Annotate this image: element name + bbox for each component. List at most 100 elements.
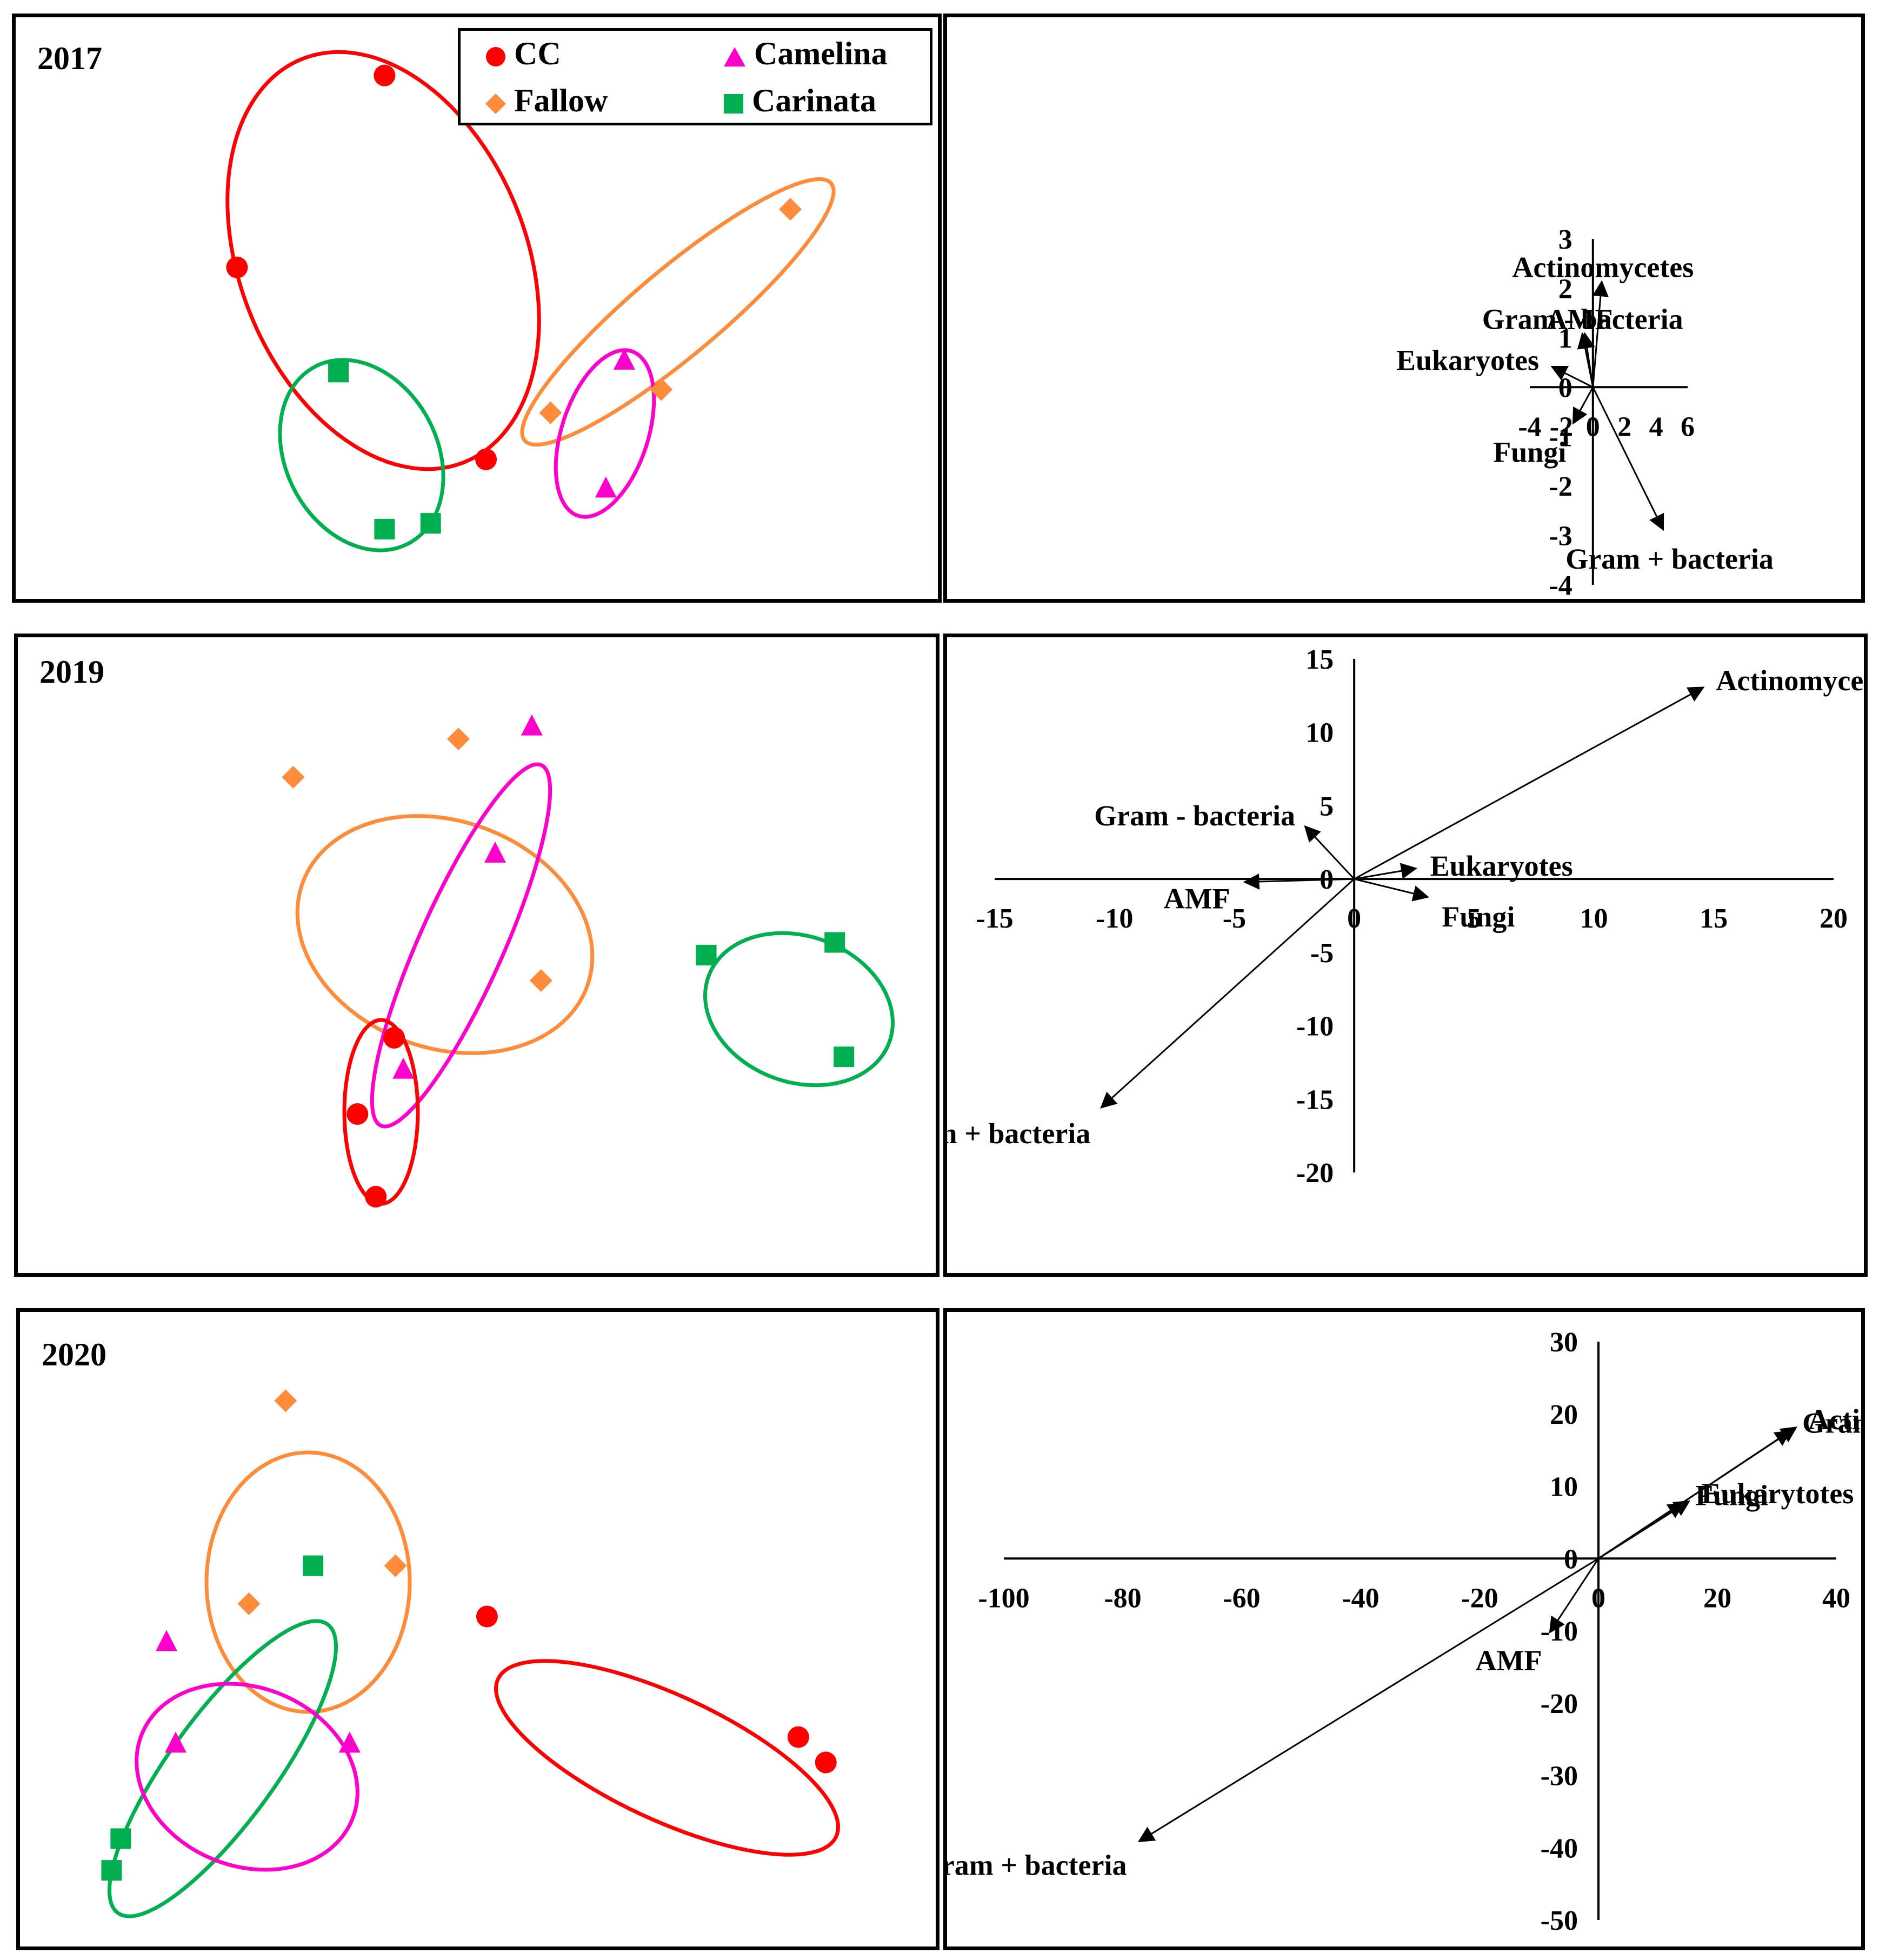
- x-tick-label: 40: [1822, 1583, 1850, 1614]
- legend-item-fallow: Fallow: [485, 82, 608, 119]
- x-tick-label: -40: [1342, 1583, 1379, 1614]
- y-tick-label: -10: [1296, 1011, 1334, 1042]
- y-tick-label: -5: [1310, 938, 1334, 969]
- y-tick-label: -30: [1541, 1761, 1578, 1792]
- point-fallow: [529, 969, 552, 992]
- vector-eukaryotes: [1354, 863, 1417, 880]
- vector-gram-bacteria: [1578, 332, 1595, 388]
- point-carinata: [696, 945, 717, 965]
- vector-label-eukaryotes: Eukaryotes: [1396, 344, 1539, 376]
- y-tick-label: 15: [1305, 644, 1334, 675]
- y-tick-label: -3: [1549, 521, 1572, 552]
- y-tick-label: -1: [1549, 422, 1572, 453]
- vector-label-fungi: Fungi: [1493, 436, 1566, 469]
- y-tick-label: 5: [1320, 791, 1334, 822]
- point-carinata: [303, 1555, 324, 1576]
- point-carinata: [420, 513, 441, 534]
- point-carinata: [834, 1046, 855, 1068]
- vector-label-gram-bacteria: Gram + bacteria: [947, 1849, 1127, 1882]
- x-tick-label: -4: [1518, 411, 1541, 442]
- y-tick-label: 10: [1305, 718, 1334, 749]
- vector-label-fungi: Fungi: [1442, 901, 1515, 933]
- point-fallow: [650, 378, 673, 401]
- y-tick-label: 3: [1558, 224, 1573, 255]
- vector-fungi: [1572, 386, 1594, 425]
- y-tick-label: -4: [1549, 570, 1572, 599]
- cc-ellipse: [225, 50, 541, 471]
- vector-gram-bacteria: [1304, 825, 1355, 880]
- point-carinata: [110, 1828, 131, 1849]
- scatter-panel-2020: 2020: [16, 1308, 940, 1950]
- point-fallow: [282, 765, 305, 789]
- scatter-panel-2017: 2017 CC Camelina Fallow Carinata: [12, 14, 942, 603]
- point-camelina: [613, 348, 635, 370]
- point-fallow: [274, 1389, 297, 1412]
- scatter-plot-2020: [101, 1389, 840, 1918]
- point-carinata: [328, 362, 349, 383]
- vector-label-gram-bacteria: Gram - bacteria: [1094, 799, 1295, 832]
- vector-amf: [1549, 1558, 1600, 1634]
- camelina-ellipse: [135, 1682, 359, 1872]
- fallow-ellipse: [204, 1450, 412, 1714]
- x-tick-label: -60: [1223, 1583, 1260, 1614]
- y-tick-label: -50: [1541, 1905, 1578, 1936]
- scatter-plot-2017: [225, 50, 836, 552]
- triangle-marker-icon: [724, 47, 745, 67]
- x-tick-label: 6: [1681, 411, 1695, 442]
- point-cc: [365, 1185, 387, 1208]
- carinata-ellipse: [703, 931, 895, 1088]
- vector-label-gram-bacteria: Gram - bacteria: [1482, 303, 1683, 336]
- point-camelina: [164, 1731, 186, 1753]
- camelina-ellipse: [554, 348, 656, 519]
- vector-actinomycetes: [1354, 686, 1705, 880]
- legend-item-carinata: Carinata: [723, 82, 876, 119]
- vector-gram-bacteria: [1137, 1557, 1599, 1843]
- y-tick-label: -10: [1541, 1616, 1578, 1647]
- year-label-2019: 2019: [39, 654, 104, 690]
- camelina-ellipse: [370, 762, 552, 1129]
- legend: CC Camelina Fallow Carinata: [458, 28, 932, 125]
- square-marker-icon: [724, 94, 743, 114]
- point-cc: [475, 448, 497, 470]
- vector-label-actinomycetes: Actinomycetes: [1808, 1403, 1861, 1436]
- carinata-ellipse: [107, 1619, 338, 1918]
- year-label-2020: 2020: [42, 1337, 106, 1372]
- vector-label-eukarytotes: Eukarytotes: [1701, 1477, 1854, 1510]
- y-tick-label: 0: [1564, 1544, 1578, 1575]
- x-tick-label: -80: [1104, 1583, 1141, 1614]
- legend-item-cc: CC: [485, 35, 561, 72]
- x-tick-label: -15: [976, 903, 1013, 934]
- point-camelina: [338, 1731, 361, 1753]
- y-tick-label: -20: [1541, 1689, 1578, 1719]
- y-tick-label: 1: [1558, 323, 1573, 354]
- point-cc: [476, 1605, 498, 1628]
- x-tick-label: 4: [1649, 411, 1663, 442]
- vector-label-actinomycetes: Actinomycetes: [1512, 251, 1694, 283]
- cc-ellipse: [494, 1659, 840, 1857]
- x-tick-label: 15: [1700, 903, 1728, 934]
- point-fallow: [539, 401, 562, 424]
- diamond-marker-icon: [485, 94, 506, 115]
- vector-amf: [1243, 873, 1355, 890]
- vector-eukarytotes: [1598, 1500, 1691, 1559]
- point-camelina: [595, 476, 617, 498]
- x-tick-label: -100: [978, 1583, 1029, 1614]
- year-label-2017: 2017: [37, 41, 102, 76]
- carinata-ellipse: [278, 358, 445, 552]
- scatter-plot-2019: [282, 714, 895, 1208]
- vector-label-gram-bacteria: Gram + bacteria: [947, 1117, 1090, 1150]
- x-tick-label: 5: [1467, 903, 1481, 934]
- point-cc: [787, 1726, 809, 1748]
- y-tick-label: -20: [1296, 1158, 1334, 1189]
- y-tick-label: -2: [1549, 471, 1572, 502]
- x-tick-label: -5: [1223, 903, 1246, 934]
- y-tick-label: 0: [1558, 372, 1573, 403]
- vector-label-gram-bacteria: Gram - bacteria: [1802, 1407, 1861, 1439]
- y-tick-label: 30: [1550, 1327, 1578, 1358]
- x-tick-label: 20: [1703, 1583, 1731, 1614]
- vector-actinomycetes: [1592, 280, 1609, 388]
